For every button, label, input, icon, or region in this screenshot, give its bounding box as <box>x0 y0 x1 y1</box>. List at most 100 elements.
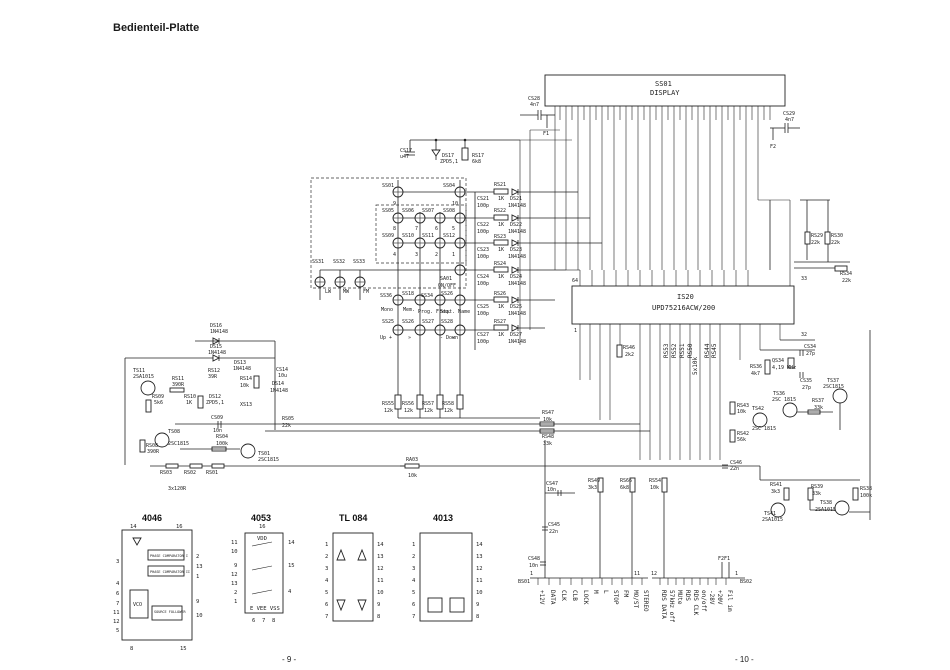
svg-text:RS53: RS53 <box>663 343 670 358</box>
svg-text:33k: 33k <box>543 441 552 447</box>
svg-text:ZPD5,1: ZPD5,1 <box>440 159 458 165</box>
svg-text:4k7: 4k7 <box>751 371 760 377</box>
svg-text:3: 3 <box>116 559 119 565</box>
svg-text:DS15: DS15 <box>210 344 222 350</box>
svg-text:10k: 10k <box>543 417 552 423</box>
svg-text:33: 33 <box>801 276 807 282</box>
svg-text:RS29: RS29 <box>811 233 823 239</box>
svg-text:RS36: RS36 <box>750 364 762 370</box>
svg-text:1K: 1K <box>498 196 504 202</box>
svg-text:CS14: CS14 <box>276 367 288 373</box>
svg-text:DS21: DS21 <box>510 196 522 202</box>
svg-text:5: 5 <box>116 628 119 634</box>
svg-text:F2F1: F2F1 <box>718 556 730 562</box>
svg-text:7: 7 <box>412 614 415 620</box>
svg-text:1: 1 <box>412 542 415 548</box>
svg-text:12: 12 <box>113 619 120 625</box>
svg-text:LOCK: LOCK <box>582 590 589 605</box>
svg-text:CS28: CS28 <box>528 96 540 102</box>
svg-text:RS02: RS02 <box>184 470 196 476</box>
svg-text:1: 1 <box>196 574 199 580</box>
svg-text:27p: 27p <box>802 385 811 391</box>
ic-inset-4013: 4013 1 2 3 4 5 6 7 14 13 12 11 10 9 8 <box>412 513 483 622</box>
svg-text:RS45: RS45 <box>711 343 718 358</box>
svg-text:8: 8 <box>272 618 275 624</box>
cs29-capacitor: CS29 4n7 F2 <box>770 111 800 150</box>
svg-text:DS13: DS13 <box>234 360 246 366</box>
svg-text:SS34: SS34 <box>421 293 433 299</box>
svg-text:Fil im: Fil im <box>726 590 733 612</box>
svg-text:RS23: RS23 <box>494 234 506 240</box>
svg-text:MUte: MUte <box>676 590 683 605</box>
svg-text:DS12: DS12 <box>209 394 221 400</box>
svg-text:7: 7 <box>262 618 265 624</box>
svg-text:RS01: RS01 <box>206 470 218 476</box>
key-ss26[interactable]: SS26» <box>402 319 426 341</box>
supply-filter: CS17 u47 DS17 ZPD5,1 RS17 6k8 <box>400 138 520 165</box>
svg-text:9: 9 <box>393 201 396 207</box>
svg-text:9: 9 <box>196 599 199 605</box>
key-ss28[interactable]: SS28- Down <box>440 319 466 341</box>
svg-text:RS58: RS58 <box>442 401 454 407</box>
svg-text:8: 8 <box>377 614 380 620</box>
svg-text:RS10: RS10 <box>184 394 196 400</box>
svg-text:10n: 10n <box>213 428 222 434</box>
svg-text:4n7: 4n7 <box>785 117 794 123</box>
main-ic-is20: IS20 UPD75216ACW/200 64 1 32 33 <box>566 269 807 460</box>
svg-text:FM: FM <box>622 590 629 598</box>
svg-text:RA03: RA03 <box>406 457 418 463</box>
svg-text:- Down: - Down <box>440 335 458 341</box>
svg-text:22k: 22k <box>831 240 840 246</box>
svg-text:12: 12 <box>231 572 238 578</box>
svg-text:DS22: DS22 <box>510 222 522 228</box>
svg-text:12k: 12k <box>384 408 393 414</box>
svg-text:DS16: DS16 <box>210 323 222 329</box>
svg-text:DS17: DS17 <box>442 153 454 159</box>
svg-text:7: 7 <box>415 226 418 232</box>
svg-text:CS23: CS23 <box>477 247 489 253</box>
svg-text:6: 6 <box>412 602 415 608</box>
connector-bs02: BS02 12 1 F2F1 RDS DATA 57kHz off MUte R… <box>651 556 752 623</box>
key-ss04[interactable]: SS04 10 <box>443 183 466 207</box>
page-title: Bedienteil-Platte <box>113 22 200 34</box>
svg-text:4: 4 <box>288 589 292 595</box>
svg-text:13: 13 <box>476 554 483 560</box>
svg-text:6: 6 <box>252 618 255 624</box>
svg-text:RS12: RS12 <box>208 368 220 374</box>
svg-text:SS26: SS26 <box>441 291 453 297</box>
svg-text:SS36: SS36 <box>380 293 392 299</box>
svg-text:10: 10 <box>452 201 458 207</box>
svg-text:11: 11 <box>634 571 640 577</box>
svg-text:VDD: VDD <box>257 536 267 542</box>
key-ss27[interactable]: SS27« <box>422 319 455 341</box>
svg-text:390R: 390R <box>172 382 185 388</box>
svg-text:2SC1815: 2SC1815 <box>258 457 279 463</box>
svg-text:CS35: CS35 <box>800 378 812 384</box>
svg-text:CLK: CLK <box>560 590 567 601</box>
svg-text:1N4148: 1N4148 <box>508 311 526 317</box>
svg-text:1K: 1K <box>498 247 504 253</box>
svg-text:1K: 1K <box>186 400 192 406</box>
key-ss01[interactable]: SS01 9 <box>382 183 404 207</box>
svg-text:2k2: 2k2 <box>625 352 634 358</box>
